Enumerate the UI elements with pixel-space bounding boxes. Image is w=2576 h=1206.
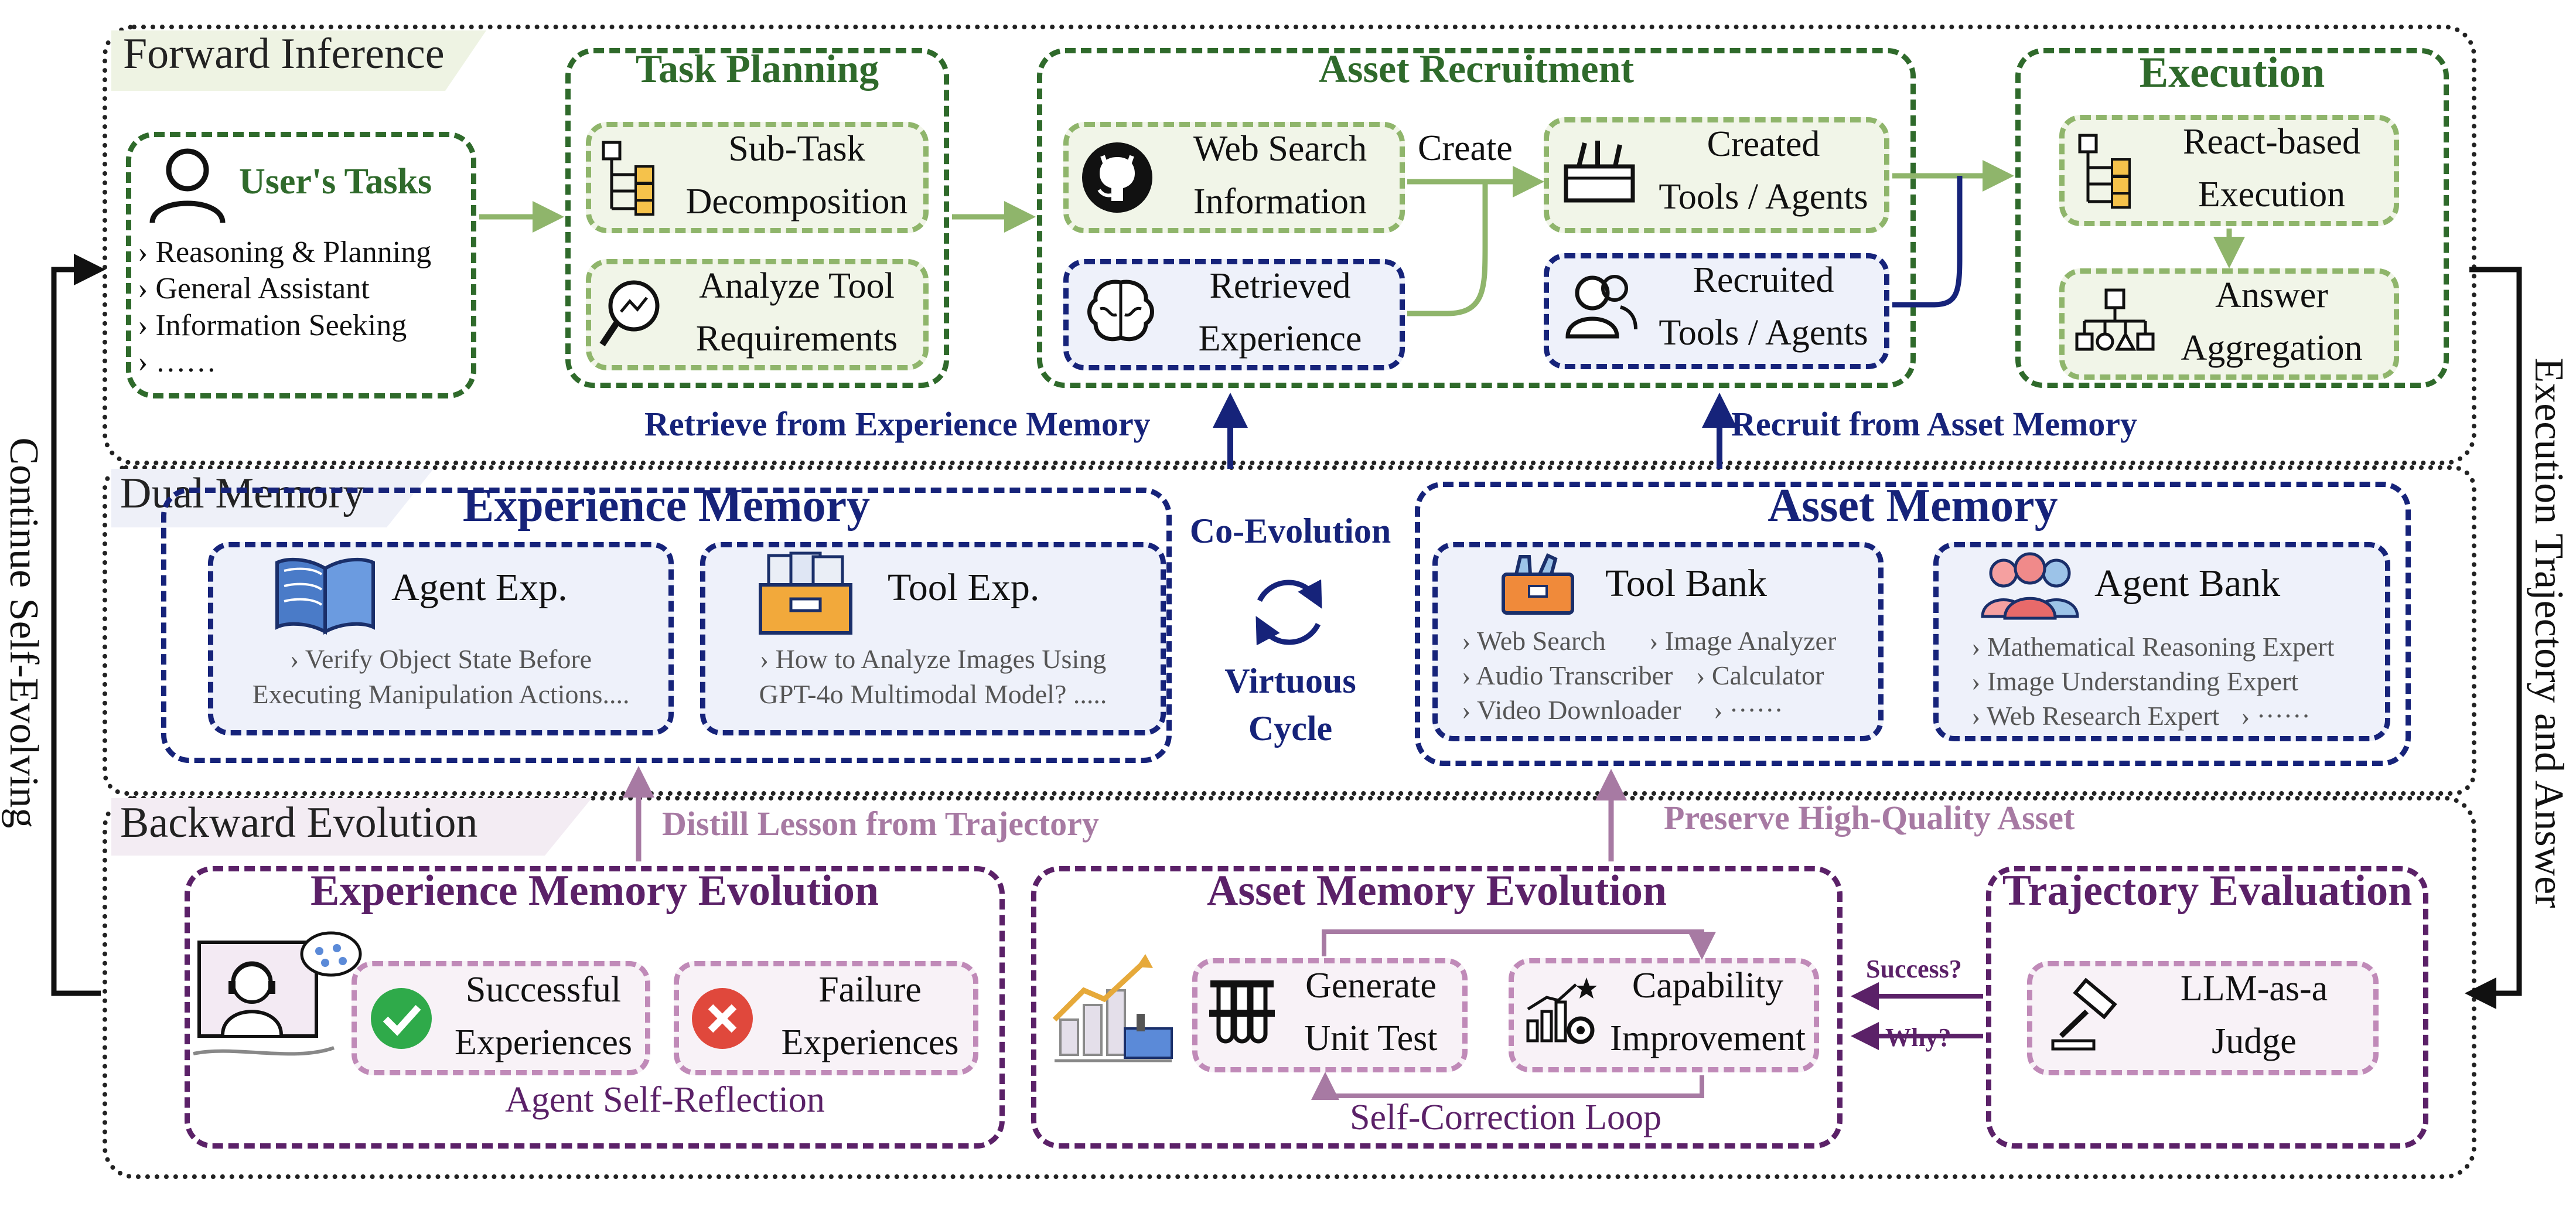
asset-memory-title: Asset Memory <box>1768 480 2058 532</box>
hierarchy-icon <box>602 141 654 216</box>
self-correction-loop-caption: Self-Correction Loop <box>1349 1098 1662 1137</box>
backward-evolution-label: Backward Evolution <box>120 799 478 847</box>
forward-inference-region <box>103 25 2476 465</box>
org-chart-icon <box>2075 288 2155 351</box>
list-item: › Web Research Expert <box>1971 700 2220 731</box>
experience-memory-evolution-box <box>185 866 1005 1149</box>
user-icon <box>149 148 226 223</box>
check-circle-icon <box>371 988 432 1049</box>
tool-exp-title: Tool Exp. <box>888 566 1040 609</box>
user-tasks-list: › Reasoning & Planning › General Assista… <box>138 234 431 381</box>
tool-bank-lines: › Web Search › Image Analyzer › Audio Tra… <box>1462 624 1872 728</box>
list-item: › Reasoning & Planning <box>138 236 432 269</box>
brain-icon <box>1087 280 1154 342</box>
agent-bank-title: Agent Bank <box>2094 562 2281 605</box>
list-item: › ······ <box>2241 700 2311 731</box>
gavel-icon <box>2051 977 2117 1051</box>
execution-box <box>2015 48 2449 388</box>
answer-aggregation-box <box>2059 268 2399 380</box>
agent-exp-title: Agent Exp. <box>391 566 568 609</box>
task-planning-title: Task Planning <box>635 46 879 91</box>
users-icon <box>1565 275 1637 339</box>
team-icon <box>1981 552 2079 620</box>
agent-reflection-icon <box>193 931 362 1056</box>
book-icon <box>275 557 375 635</box>
folder-icon <box>759 551 852 635</box>
task-planning-box <box>565 48 949 388</box>
toolbox-icon <box>1564 141 1635 203</box>
recruit-label: Recruit from Asset Memory <box>1731 405 2138 443</box>
growth-chart-icon <box>1052 954 1173 1062</box>
create-label: Create <box>1418 128 1513 168</box>
toolbox-icon <box>1502 553 1574 615</box>
asset-memory-evolution-box <box>1031 866 1843 1149</box>
list-item: › Information Seeking <box>138 308 407 342</box>
forward-inference-label: Forward Inference <box>123 30 445 78</box>
test-tubes-icon <box>1209 980 1275 1044</box>
list-item: › Image Analyzer <box>1649 626 1837 656</box>
capability-gear-icon <box>1526 977 1597 1044</box>
hierarchy-icon <box>2078 134 2131 209</box>
dual-memory-region <box>103 465 2476 796</box>
asset-memory-box <box>1415 482 2411 766</box>
list-item: › ······ <box>1714 694 1783 725</box>
github-icon <box>1082 142 1152 213</box>
cross-circle-icon <box>692 988 753 1049</box>
list-item: › Web Search <box>1462 626 1606 656</box>
list-item: › Calculator <box>1696 660 1824 690</box>
success-question-label: Success? <box>1866 955 1962 983</box>
dual-memory-label: Dual Memory <box>120 469 365 517</box>
retrieve-label: Retrieve from Experience Memory <box>644 405 1151 443</box>
recruited-tools-box <box>1544 253 1889 369</box>
user-tasks-box <box>126 132 476 398</box>
trajectory-evaluation-box <box>1986 866 2428 1149</box>
distill-label: Distill Lesson from Trajectory <box>662 805 1099 843</box>
asset-recruitment-box <box>1037 48 1916 388</box>
experience-memory-evolution-title: Experience Memory Evolution <box>310 867 879 915</box>
agent-bank-lines: › Mathematical Reasoning Expert › Image … <box>1971 630 2381 734</box>
list-item: › General Assistant <box>138 272 370 306</box>
experience-memory-box <box>161 488 1172 763</box>
list-item: › Image Understanding Expert <box>1971 666 2299 696</box>
user-tasks-title: User's Tasks <box>239 162 432 202</box>
tool-bank-title: Tool Bank <box>1605 562 1767 605</box>
preserve-label: Preserve High-Quality Asset <box>1664 799 2075 837</box>
agent-self-reflection-caption: Agent Self-Reflection <box>505 1080 825 1120</box>
refresh-cycle-icon <box>1255 579 1322 646</box>
co-evolution-label: Co-Evolution <box>1189 512 1391 550</box>
execution-title: Execution <box>2139 49 2325 97</box>
list-item: › Mathematical Reasoning Expert <box>1971 632 2335 662</box>
list-item: › Audio Transcriber <box>1462 660 1673 690</box>
trajectory-evaluation-title: Trajectory Evaluation <box>2002 867 2413 915</box>
asset-memory-evolution-title: Asset Memory Evolution <box>1206 867 1667 915</box>
list-item: › Video Downloader <box>1462 694 1681 725</box>
asset-recruitment-title: Asset Recruitment <box>1318 46 1635 91</box>
magnifier-chart-icon <box>599 280 660 347</box>
experience-memory-title: Experience Memory <box>462 480 871 532</box>
list-item: › …… <box>138 345 217 379</box>
